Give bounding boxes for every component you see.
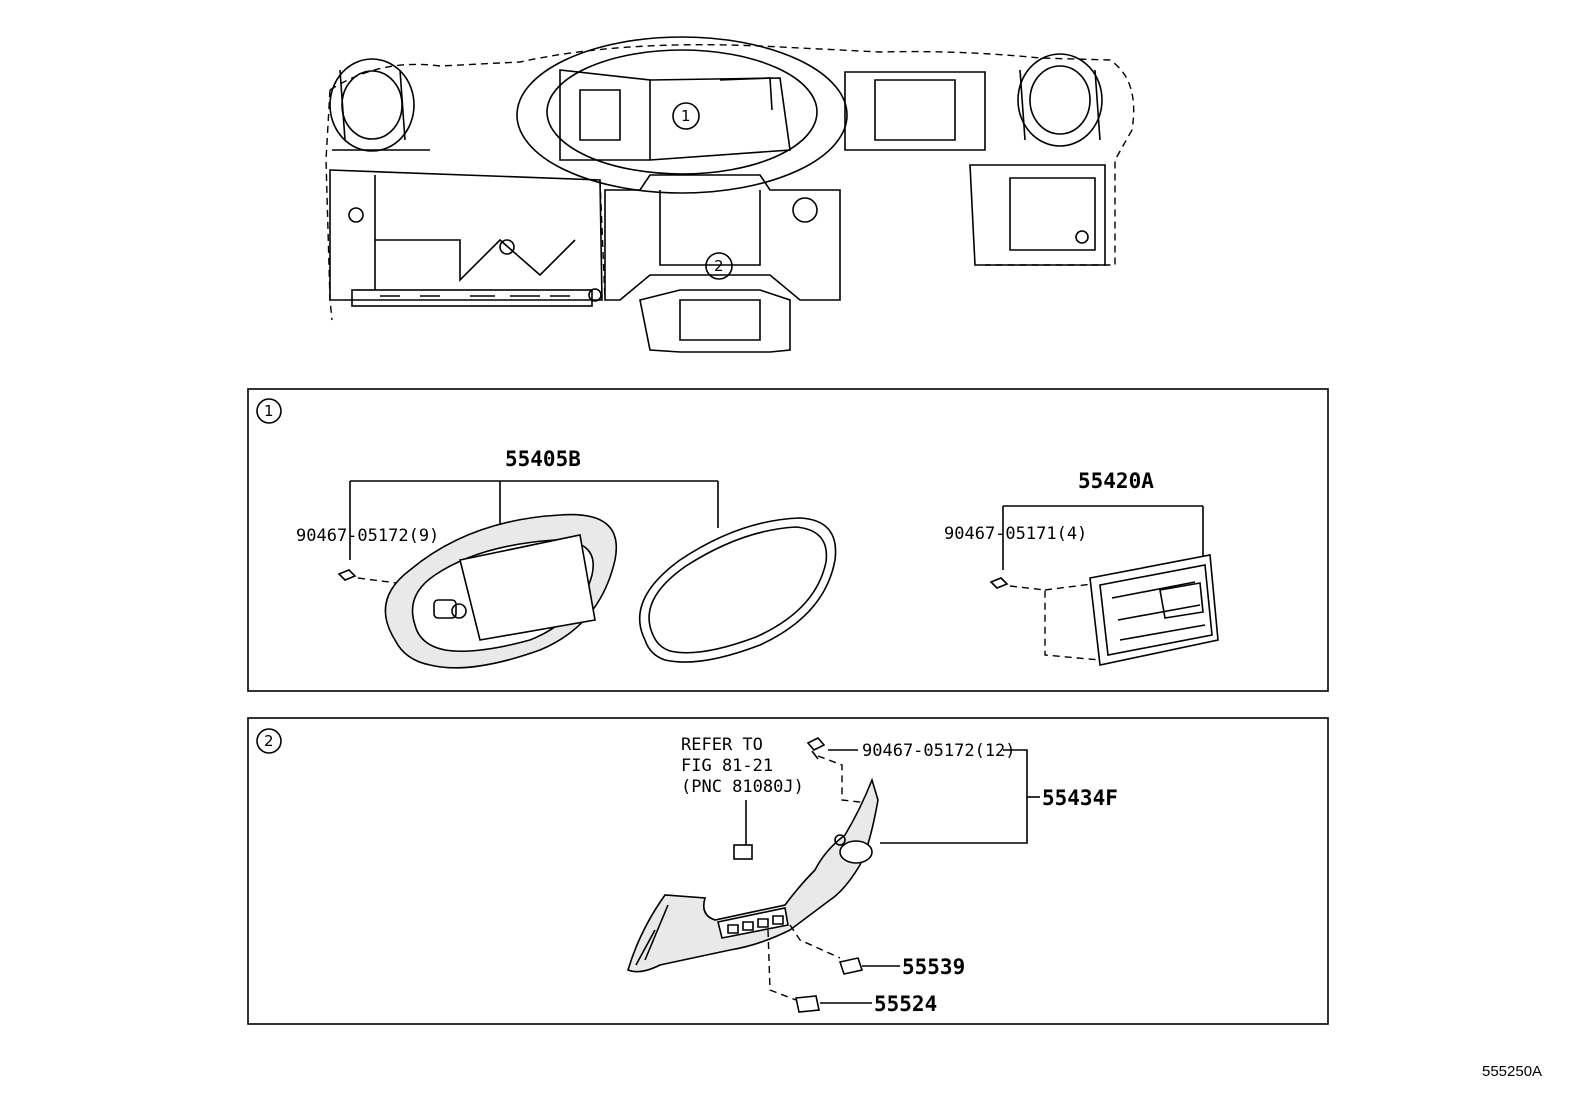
cluster-finish-panel (384, 513, 617, 669)
part-label-90467-05172-9: 90467-05172(9) (296, 526, 439, 546)
part-label-55524: 55524 (874, 992, 937, 1016)
detail-panel-1: 1 55405B 90467-05172(9) 55420A 90467-051… (247, 388, 1329, 692)
panel-1-badge-label: 1 (264, 402, 274, 420)
leader-55405B (349, 480, 719, 560)
part-label-55405B: 55405B (505, 447, 581, 471)
part-label-90467-05171-4: 90467-05171(4) (944, 524, 1087, 544)
refer-note-line-1: REFER TO (681, 735, 763, 755)
panel-2-badge (256, 728, 282, 754)
switch-part-81080J (733, 844, 753, 860)
switch-55524 (795, 995, 820, 1013)
lower-center-panel (627, 777, 879, 973)
refer-note-line-3: (PNC 81080J) (681, 777, 804, 797)
panel-1-frame (247, 388, 1329, 692)
overview-callout-1-label: 1 (681, 107, 691, 125)
clip-90467-05171-4 (989, 577, 1009, 589)
bracket-55434F (880, 749, 1028, 844)
part-label-55539: 55539 (902, 955, 965, 979)
center-register (1089, 554, 1219, 666)
figure-id: 555250A (1482, 1063, 1542, 1080)
cluster-lens (638, 517, 837, 663)
overview-callout-2-label: 2 (714, 257, 724, 275)
panel-2-frame (247, 717, 1329, 1025)
clip-90467-05172-9 (337, 569, 357, 581)
part-label-55420A: 55420A (1078, 469, 1154, 493)
part-label-90467-05172-12: 90467-05172(12) (862, 741, 1016, 761)
leader-55420A (1002, 505, 1204, 570)
part-label-55434F: 55434F (1042, 786, 1118, 810)
clip-90467-05172-12 (806, 737, 826, 760)
detail-panel-2: 2 REFER TO FIG 81-21 (PNC 81080J) 90467-… (247, 717, 1329, 1025)
refer-note-line-2: FIG 81-21 (681, 756, 773, 776)
panel-1-badge (256, 398, 282, 424)
overview-callout-1 (672, 102, 700, 130)
switch-55539 (838, 957, 864, 975)
instrument-panel-overview: 1 2 (325, 36, 1135, 353)
panel-2-badge-label: 2 (264, 732, 274, 750)
overview-callout-2 (705, 252, 733, 280)
